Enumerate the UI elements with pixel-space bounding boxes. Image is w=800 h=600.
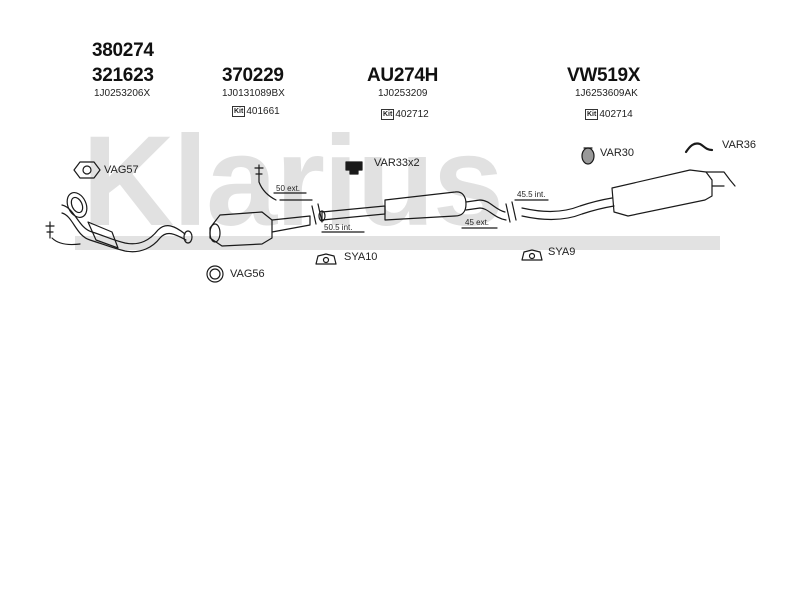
kit-number-4-text: 402714 [599,109,633,120]
var30-icon-drawing [581,147,595,165]
dimension-45-5-int: 45.5 int. [517,190,546,199]
accessory-var36: VAR36 [722,139,757,151]
rear-silencer-drawing [521,169,736,221]
center-pipe-drawing [318,191,507,222]
catalyst-drawing [209,164,313,247]
var36-icon-drawing [684,142,714,154]
kit-number-2-text: 401661 [246,106,280,117]
part-number-380274: 380274 [92,40,154,61]
accessory-vag57: VAG57 [104,164,139,176]
joint-mark-2 [505,201,517,223]
accessory-sya10: SYA10 [344,251,378,263]
accessory-var33: VAR33x2 [374,157,420,169]
kit-icon: Kit [381,109,395,120]
kit-number-3-text: 402712 [395,109,429,120]
oem-number-4: 1J6253609AK [575,88,638,99]
joint-mark-1 [311,203,323,225]
watermark-bar [75,236,720,250]
front-pipe-drawing [45,192,193,253]
part-number-321623: 321623 [92,65,154,86]
kit-icon: Kit [585,109,599,120]
sya9-icon-drawing [521,249,543,261]
oem-number-1: 1J0253206X [94,88,151,99]
watermark-logo: Klarius [82,110,504,253]
accessory-var30: VAR30 [600,147,635,159]
sya10-icon-drawing [315,253,337,265]
var33-icon-drawing [345,161,363,175]
dimension-50-5-int: 50.5 int. [324,223,353,232]
oem-number-3: 1J0253209 [378,88,428,99]
accessory-sya9: SYA9 [548,246,576,258]
part-number-vw519x: VW519X [567,65,641,86]
part-number-au274h: AU274H [367,65,439,86]
oem-number-2: 1J0131089BX [222,88,285,99]
kit-icon: Kit [232,106,246,117]
part-number-370229: 370229 [222,65,284,86]
dimension-50-ext: 50 ext. [276,184,301,193]
dimension-45-ext: 45 ext. [465,218,490,227]
gasket-vag56-drawing [206,265,224,283]
accessory-vag56: VAG56 [230,268,265,280]
gasket-vag57-drawing [73,161,101,179]
